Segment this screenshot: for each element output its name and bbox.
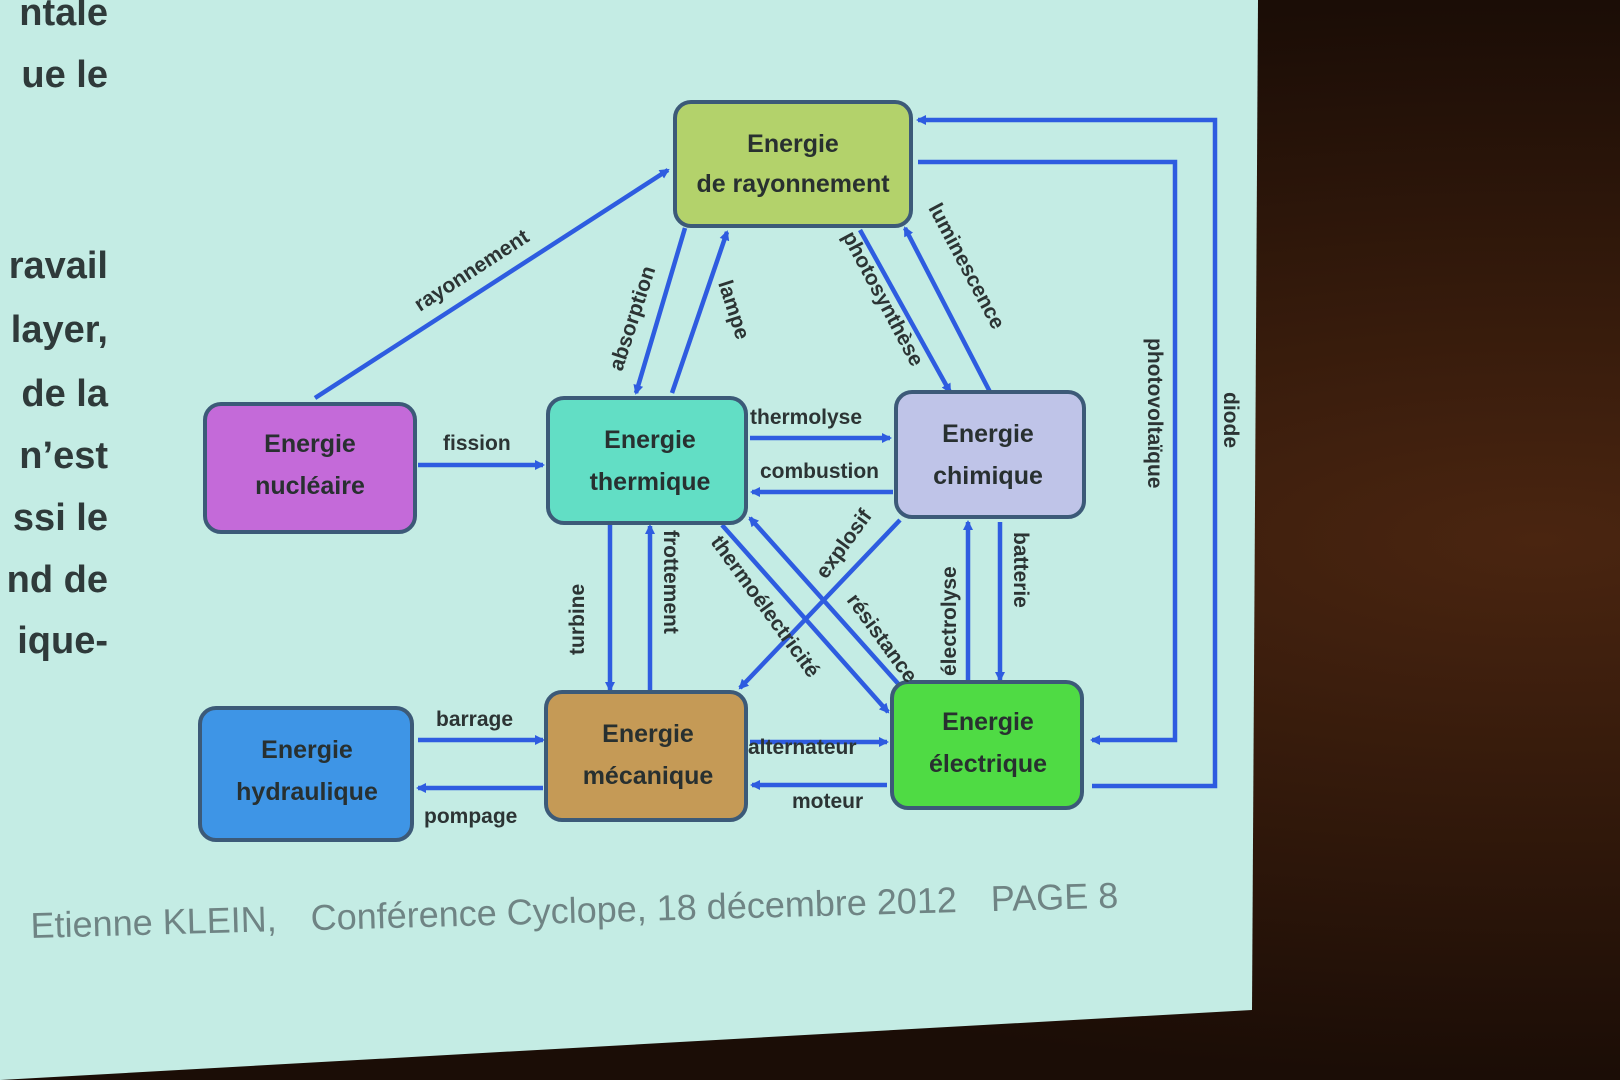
label-lampe: lampe xyxy=(713,277,754,342)
label-electrolyse: électrolyse xyxy=(938,566,961,676)
box-rayonnement-line1: Energie xyxy=(747,130,839,158)
box-chimique-line2: chimique xyxy=(933,462,1043,490)
footer-author: Etienne KLEIN, xyxy=(30,898,278,946)
box-nucleaire-line1: Energie xyxy=(264,430,356,458)
box-electrique xyxy=(890,680,1084,810)
box-hydraulique-line2: hydraulique xyxy=(236,778,378,806)
label-frottement: frottement xyxy=(659,530,682,634)
left-text-9: ique- xyxy=(17,620,108,662)
arrow-explosif xyxy=(738,518,902,690)
label-explosif: explosif xyxy=(811,504,877,583)
box-mecanique-line2: mécanique xyxy=(583,762,714,790)
left-text-6: n’est xyxy=(19,435,108,477)
left-text-5: de la xyxy=(21,373,108,415)
footer-page: PAGE 8 xyxy=(990,874,1119,920)
label-fission: fission xyxy=(443,432,511,455)
arrow-photovoltaique xyxy=(918,159,1178,745)
label-diode: diode xyxy=(1219,392,1242,448)
box-nucleaire-line2: nucléaire xyxy=(255,472,365,500)
arrow-rayonnement xyxy=(313,168,670,400)
box-hydraulique-line1: Energie xyxy=(261,736,353,764)
label-thermolyse: thermolyse xyxy=(750,406,862,429)
box-electrique-line1: Energie xyxy=(942,708,1034,736)
box-hydraulique xyxy=(198,706,414,842)
arrow-resistance xyxy=(748,516,904,690)
box-mecanique xyxy=(544,690,748,822)
left-text-4: layer, xyxy=(10,309,108,351)
label-photovoltaique: photovoltaïque xyxy=(1143,338,1166,489)
box-chimique-line1: Energie xyxy=(942,420,1034,448)
box-thermique-line2: thermique xyxy=(590,468,711,496)
box-thermique xyxy=(546,396,748,525)
box-mecanique-line1: Energie xyxy=(602,720,694,748)
left-text-8: nd de xyxy=(6,559,108,601)
box-rayonnement-line2: de rayonnement xyxy=(696,170,890,198)
label-absorption: absorption xyxy=(605,263,660,373)
label-barrage: barrage xyxy=(436,708,513,731)
box-rayonnement xyxy=(673,100,913,228)
label-batterie: batterie xyxy=(1009,532,1032,608)
left-text-2: ue le xyxy=(21,54,108,96)
projected-slide xyxy=(0,0,1258,1080)
arrow-lampe xyxy=(669,230,730,394)
label-combustion: combustion xyxy=(760,460,879,483)
left-text-1: ntale xyxy=(19,0,108,34)
box-electrique-line2: électrique xyxy=(929,750,1047,778)
box-thermique-line1: Energie xyxy=(604,426,696,454)
label-pompage: pompage xyxy=(424,805,517,828)
left-text-7: ssi le xyxy=(12,497,108,539)
box-chimique xyxy=(894,390,1086,519)
arrow-photosynthese xyxy=(858,228,952,394)
arrow-absorption xyxy=(633,227,688,395)
label-alternateur: alternateur xyxy=(748,736,857,759)
box-nucleaire xyxy=(203,402,417,534)
label-moteur: moteur xyxy=(792,790,863,813)
arrow-luminescence xyxy=(903,226,992,394)
label-turbine: turbine xyxy=(566,584,589,655)
left-text-3: ravail xyxy=(8,245,108,287)
label-luminescence: luminescence xyxy=(924,200,1010,333)
arrow-diode xyxy=(916,115,1218,789)
